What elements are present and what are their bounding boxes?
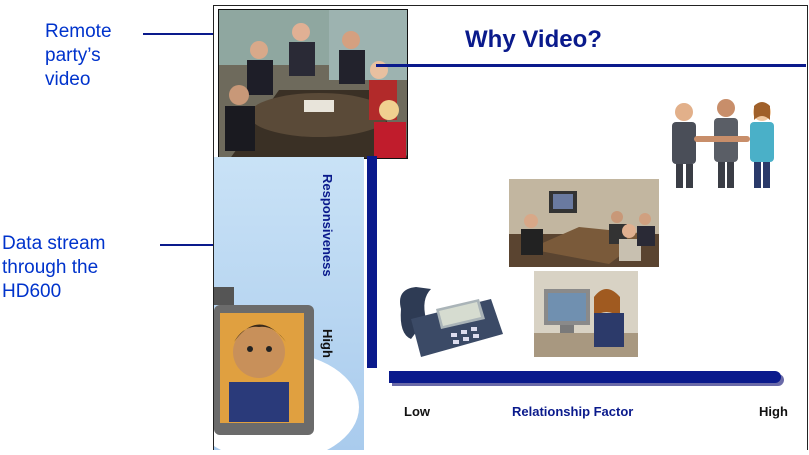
- monitor-face-illustration: [189, 287, 359, 455]
- presentation-slide: Why Video? Responsiveness High Low Relat…: [189, 5, 808, 455]
- slide-title: Why Video?: [465, 26, 602, 53]
- ip-phone-photo: [391, 279, 506, 359]
- callout-stream-line-2: through the: [2, 257, 99, 278]
- x-axis-bar: [389, 371, 781, 383]
- video-conference-photo: [509, 179, 659, 267]
- x-axis-label: Relationship Factor: [512, 404, 634, 419]
- callout-remote-line-1: Remote: [45, 21, 112, 42]
- y-axis-label: Responsiveness: [320, 174, 335, 277]
- x-axis-high-label: High: [759, 404, 788, 419]
- handshake-illustration: [664, 98, 784, 190]
- callout-remote-line-3: video: [45, 69, 91, 90]
- callout-remote-line-2: party’s: [45, 45, 101, 66]
- x-axis-low-label: Low: [404, 404, 430, 419]
- remote-video-image: [218, 9, 408, 159]
- callout-stream-line-1: Data stream: [2, 233, 106, 254]
- callout-remote-pointer: [143, 33, 270, 35]
- callout-remote-video: Remote party’s video: [45, 20, 112, 92]
- desktop-video-call-photo: [534, 271, 638, 357]
- title-rule: [376, 64, 806, 67]
- y-axis-high-label: High: [320, 329, 335, 358]
- data-stream-panel: [189, 157, 364, 455]
- y-axis-bar: [367, 156, 377, 368]
- callout-stream-line-3: HD600: [2, 281, 62, 302]
- callout-data-stream: Data stream through the HD600: [2, 232, 105, 304]
